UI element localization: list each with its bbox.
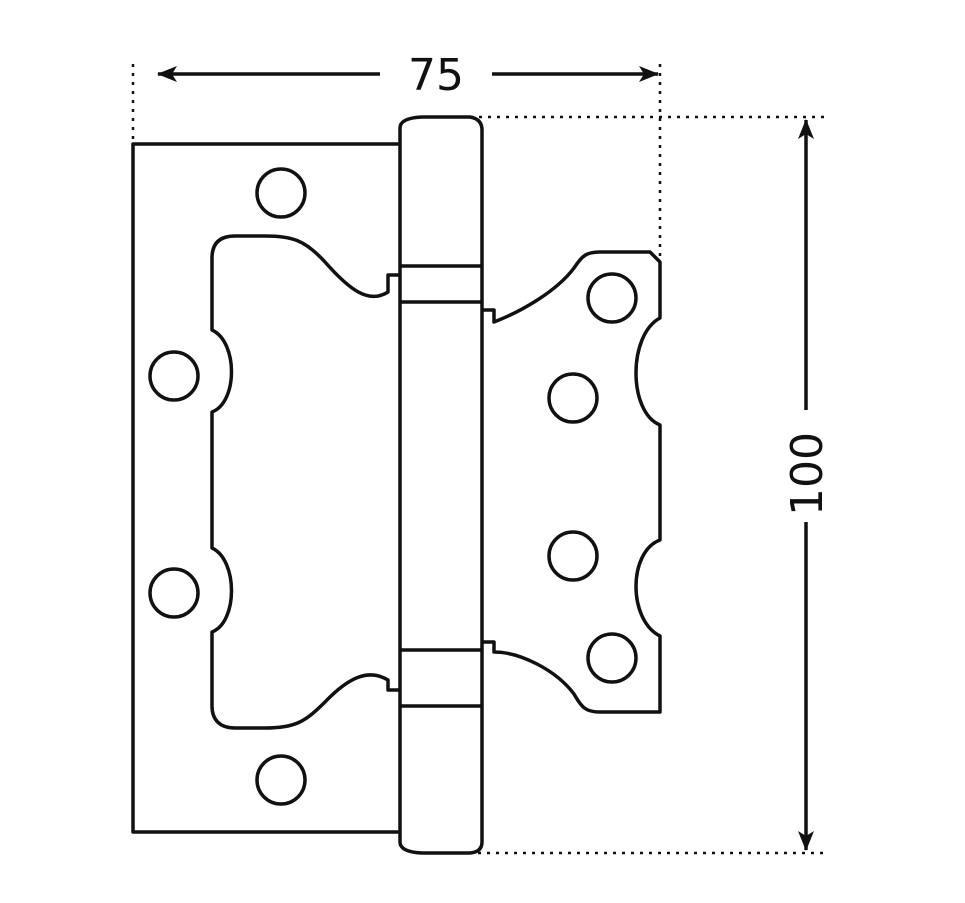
screw-hole-left-bottom bbox=[255, 754, 307, 806]
screw-hole-left-top bbox=[255, 167, 307, 219]
right-leaf-outline bbox=[482, 250, 662, 714]
hinge bbox=[131, 115, 662, 855]
left-leaf-cutout bbox=[210, 234, 400, 730]
hinge-knuckle bbox=[398, 115, 484, 855]
screw-hole-right-lower bbox=[547, 530, 599, 582]
screw-hole-right-upper bbox=[547, 372, 599, 424]
screw-hole-right-top bbox=[586, 272, 638, 324]
screw-hole-left-lower bbox=[148, 567, 200, 619]
screw-hole-left-upper bbox=[148, 350, 200, 402]
width-dimension-label: 75 bbox=[408, 50, 464, 101]
left-leaf-outline bbox=[131, 142, 400, 834]
width-dimension: 75 bbox=[157, 50, 659, 101]
screw-hole-right-bottom bbox=[586, 632, 638, 684]
height-dimension-label: 100 bbox=[782, 432, 833, 516]
height-dimension: 100 bbox=[782, 119, 833, 851]
extension-lines bbox=[131, 64, 825, 855]
